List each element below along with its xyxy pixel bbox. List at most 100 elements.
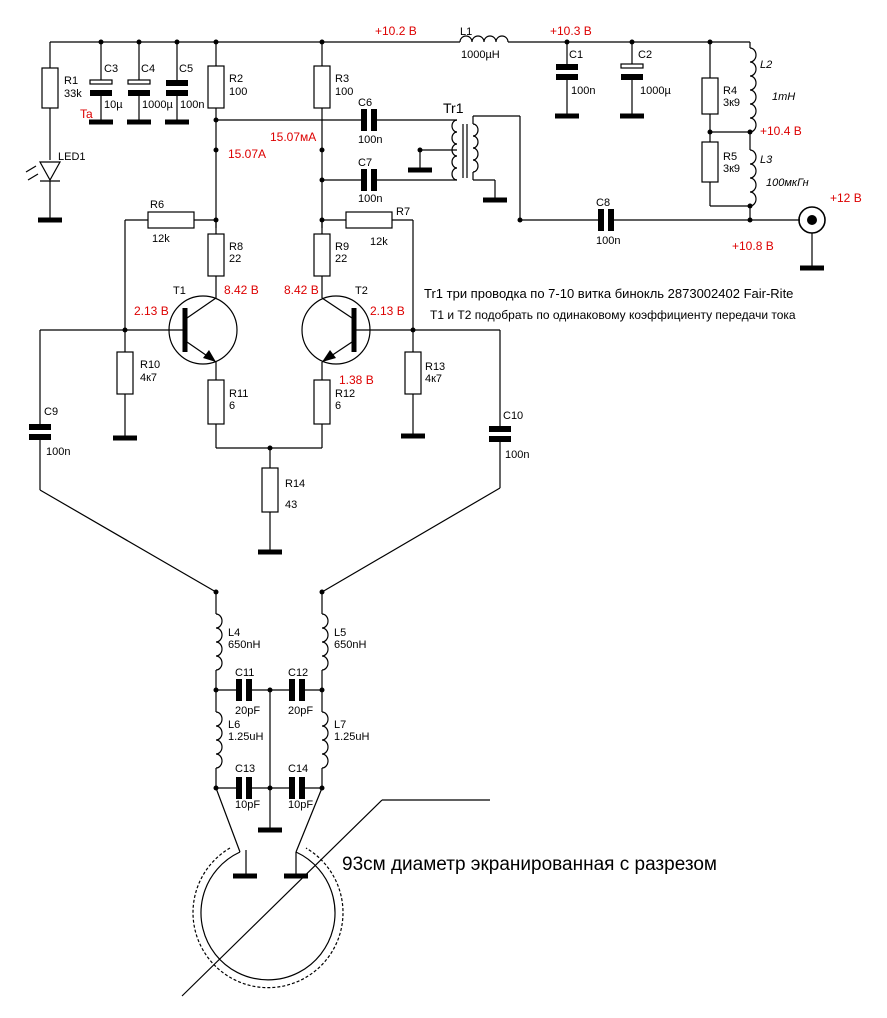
coax-connector-icon <box>798 206 826 266</box>
c10-label: C10 <box>503 410 523 422</box>
r4-label: R4 <box>723 85 737 97</box>
r6-value: 12k <box>152 233 170 245</box>
c3-tantalum: Ta <box>80 107 93 121</box>
resistor-r13 <box>404 330 422 434</box>
r12-label: R12 <box>335 388 355 400</box>
capacitor-c14 <box>270 777 322 799</box>
tr1-center-junction <box>417 147 423 153</box>
voltage-10-4: +10.4 В <box>760 124 802 138</box>
c9-label: C9 <box>44 406 58 418</box>
led1-icon <box>25 161 62 218</box>
r1-value: 33k <box>64 88 82 100</box>
l4-value: 650nH <box>228 639 260 651</box>
l5-value: 650nH <box>334 639 366 651</box>
inductor-l1 <box>459 35 509 43</box>
r3-value: 100 <box>335 86 353 98</box>
r8-value: 22 <box>229 253 241 265</box>
r11-value: 6 <box>229 400 235 412</box>
r2-label: R2 <box>229 73 243 85</box>
inductor-l5 <box>321 592 329 712</box>
c8-value: 100n <box>596 235 620 247</box>
c13-label: C13 <box>235 763 255 775</box>
capacitor-c10 <box>321 329 511 593</box>
resistor-r9 <box>313 220 331 298</box>
r3-label: R3 <box>335 73 349 85</box>
voltage-12: +12 В <box>830 191 862 205</box>
tr1-note: Tr1 три проводка по 7-10 витка бинокль 2… <box>424 286 793 301</box>
r1-label: R1 <box>64 75 78 87</box>
r7-label: R7 <box>396 206 410 218</box>
c12-label: C12 <box>288 667 308 679</box>
inductor-l7 <box>321 711 329 788</box>
capacitor-c9 <box>29 329 217 593</box>
c6-label: C6 <box>358 97 372 109</box>
c4-value: 1000µ <box>142 99 173 111</box>
resistor-r11 <box>207 379 225 448</box>
junctions-right <box>517 129 753 223</box>
l3-label: L3 <box>760 154 773 166</box>
voltage-10-2: +10.2 В <box>375 24 417 38</box>
r12-value: 6 <box>335 400 341 412</box>
c6-value: 100n <box>358 134 382 146</box>
resistor-r5 <box>701 141 750 207</box>
r13-label: R13 <box>425 361 445 373</box>
r10-value: 4к7 <box>140 372 157 384</box>
transistor-t2 <box>301 295 413 380</box>
capacitor-c11 <box>216 679 270 701</box>
resistor-r2 <box>207 42 225 228</box>
capacitor-c1 <box>556 42 578 114</box>
resistor-r4 <box>701 42 719 142</box>
c12-value: 20pF <box>288 705 313 717</box>
c1-value: 100n <box>571 85 595 97</box>
inductor-l2 <box>710 47 757 150</box>
junctions-base <box>122 327 416 451</box>
supply-rail <box>50 41 751 48</box>
c9-value: 100n <box>46 446 70 458</box>
r5-value: 3к9 <box>723 163 740 175</box>
capacitor-c13 <box>216 777 270 799</box>
c10-value: 100n <box>505 449 529 461</box>
junctions-mid <box>213 117 325 223</box>
c1-label: C1 <box>569 49 583 61</box>
r11-label: R11 <box>229 388 248 400</box>
r10-label: R10 <box>140 359 160 371</box>
diameter-indicator <box>181 799 490 997</box>
loop-antenna <box>192 787 344 989</box>
resistor-r1 <box>41 42 59 160</box>
c5-value: 100n <box>180 99 204 111</box>
t1-collector-voltage: 8.42 В <box>224 283 259 297</box>
t2-base-voltage: 2.13 В <box>370 304 405 318</box>
r14-value: 43 <box>285 499 297 511</box>
capacitor-c12 <box>270 679 322 701</box>
resistor-r10 <box>116 330 134 436</box>
c11-value: 20pF <box>235 705 260 717</box>
capacitor-c3 <box>89 42 113 120</box>
transistor-match-note: T1 и T2 подобрать по одинаковому коэффиц… <box>430 308 796 322</box>
l1-value: 1000µH <box>461 49 500 61</box>
r8-label: R8 <box>229 241 243 253</box>
c7-label: C7 <box>358 157 372 169</box>
c4-label: C4 <box>141 63 155 75</box>
l7-value: 1.25uH <box>334 731 370 743</box>
loop-note: 93см диаметр экранированная с разрезом <box>342 854 717 875</box>
c5-label: C5 <box>179 63 193 75</box>
c14-label: C14 <box>288 763 308 775</box>
l6-value: 1.25uH <box>228 731 264 743</box>
capacitor-c4 <box>127 42 151 120</box>
l5-label: L5 <box>334 627 346 639</box>
capacitor-c7 <box>322 169 430 191</box>
resistor-r6 <box>124 211 216 330</box>
r5-label: R5 <box>723 151 737 163</box>
c3-value: 10µ <box>104 99 123 111</box>
c11-label: C11 <box>235 667 254 679</box>
r2-value: 100 <box>229 86 247 98</box>
inductor-l3 <box>749 149 757 220</box>
t1-base-voltage: 2.13 В <box>134 304 169 318</box>
r9-label: R9 <box>335 241 349 253</box>
led1-label: LED1 <box>58 151 86 163</box>
l4-label: L4 <box>228 627 240 639</box>
capacitor-c8 <box>520 209 800 231</box>
current-label-1: 15.07мА <box>270 130 316 144</box>
inductor-l6 <box>215 711 223 788</box>
